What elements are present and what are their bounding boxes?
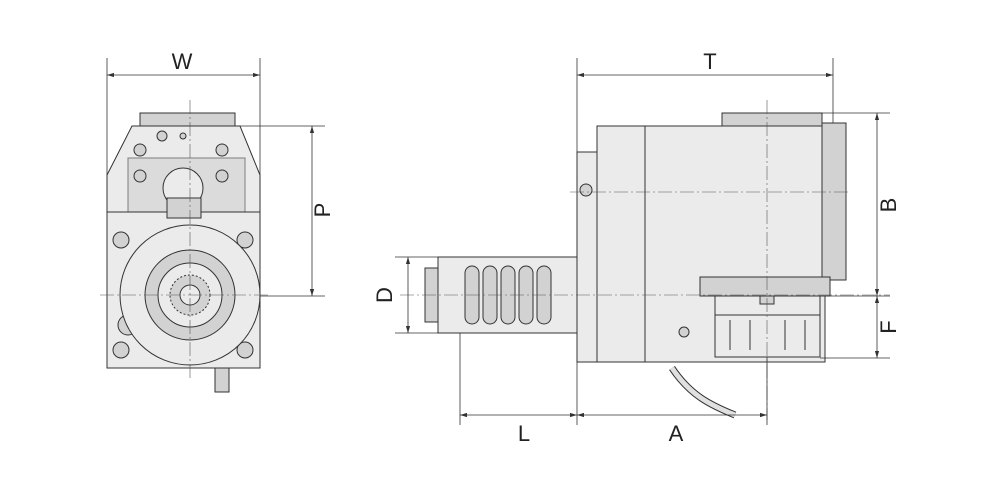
coolant-hose [669, 366, 737, 419]
bolt-icon [579, 183, 593, 197]
dim-label-W: W [172, 49, 193, 74]
bottom-collar [699, 276, 831, 297]
dim-label-P: P [310, 203, 335, 218]
front-view [100, 100, 270, 393]
dimension-A: A [577, 357, 768, 446]
bolt-icon [678, 326, 690, 338]
mounting-plate [576, 151, 598, 363]
dimension-F: F [820, 296, 901, 359]
dimension-W: W [106, 49, 261, 175]
dimension-P: P [240, 125, 335, 297]
dim-label-B: B [876, 198, 901, 213]
side-view [400, 100, 890, 420]
dimension-D: D [372, 256, 438, 334]
top-key-block [721, 112, 823, 127]
dim-label-F: F [876, 320, 901, 333]
coolant-connector [214, 367, 230, 393]
dimension-T: T [576, 49, 834, 152]
dim-label-L: L [518, 421, 530, 446]
drive-key [166, 197, 202, 219]
front-plate [596, 125, 646, 363]
dim-label-D: D [372, 287, 397, 303]
dim-label-A: A [669, 421, 684, 446]
top-key-block [139, 112, 236, 127]
dim-label-T: T [703, 49, 716, 74]
collet-nut-slots [715, 314, 820, 350]
dimension-B: B [822, 112, 901, 297]
right-flange [821, 122, 847, 281]
dimension-L: L [459, 333, 578, 446]
collet-nut [714, 295, 821, 358]
